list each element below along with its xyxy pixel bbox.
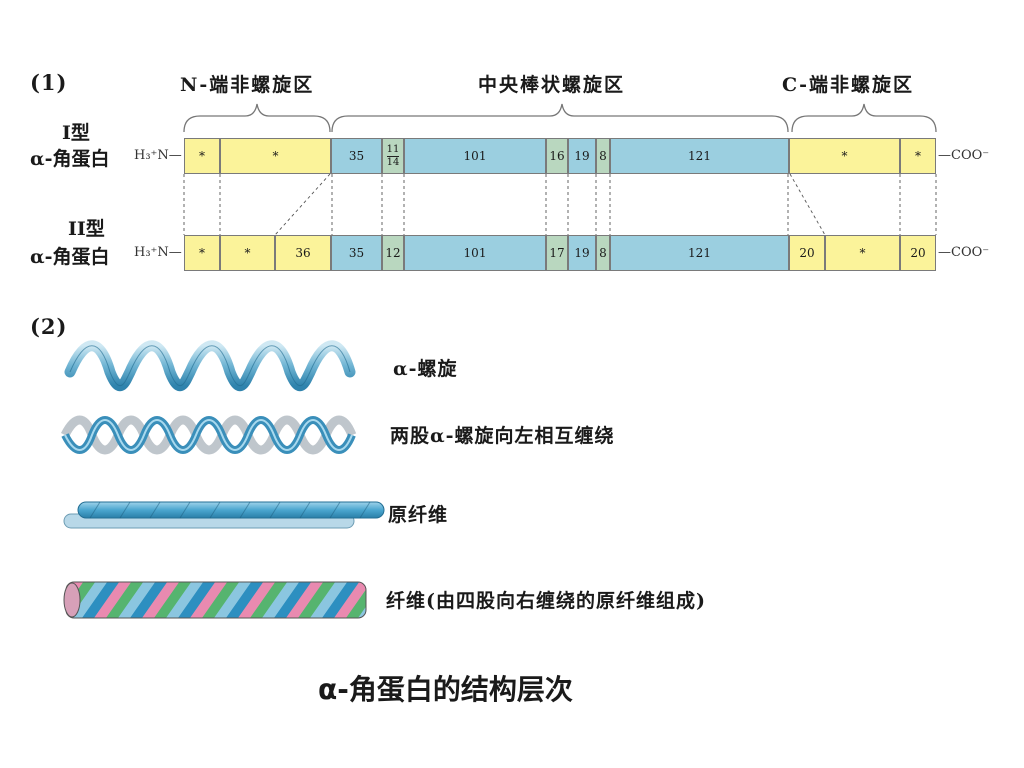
segment: 12 xyxy=(382,235,404,271)
segment: 121 xyxy=(610,235,789,271)
double-helix-icon xyxy=(60,415,357,455)
n-terminal-brace xyxy=(183,103,331,133)
segment: 35 xyxy=(331,235,382,271)
type-2-c-terminus: —COO⁻ xyxy=(938,245,990,260)
central-rod-brace xyxy=(331,103,789,133)
protofibril-label: 原纤维 xyxy=(388,504,449,526)
type-1-c-terminus: —COO⁻ xyxy=(938,148,990,163)
fraction-bottom: 14 xyxy=(386,156,400,168)
segment: 8 xyxy=(596,235,610,271)
coiled-coil-label: 两股α-螺旋向左相互缠绕 xyxy=(390,425,615,447)
segment: 17 xyxy=(546,235,568,271)
segment: 19 xyxy=(568,235,596,271)
fiber-icon xyxy=(63,581,367,619)
segment: * xyxy=(825,235,900,271)
type-1-label: I型 xyxy=(62,122,90,144)
type-2-label: II型 xyxy=(68,218,105,240)
segment: 16 xyxy=(546,138,568,174)
segment: 35 xyxy=(331,138,382,174)
segment: 8 xyxy=(596,138,610,174)
type-1-n-terminus: H₃⁺N— xyxy=(134,148,182,163)
segment: * xyxy=(900,138,936,174)
segment: 101 xyxy=(404,138,546,174)
segment: 20 xyxy=(789,235,825,271)
segment: 19 xyxy=(568,138,596,174)
fraction-top: 11 xyxy=(386,143,400,155)
segment: * xyxy=(789,138,900,174)
fiber-label: 纤维(由四股向右缠绕的原纤维组成) xyxy=(386,590,706,612)
protofibril-icon xyxy=(63,501,385,529)
n-terminal-region-label: N-端非螺旋区 xyxy=(180,74,315,96)
figure-caption: α-角蛋白的结构层次 xyxy=(318,673,573,706)
segment: * xyxy=(184,235,220,271)
part-2-label: (2) xyxy=(30,314,68,339)
segment: * xyxy=(184,138,220,174)
central-rod-region-label: 中央棒状螺旋区 xyxy=(478,74,626,96)
part-1-label: (1) xyxy=(30,70,68,95)
segment: * xyxy=(220,235,275,271)
type-2-n-terminus: H₃⁺N— xyxy=(134,245,182,260)
segment: 20 xyxy=(900,235,936,271)
c-terminal-brace xyxy=(791,103,937,133)
type-2-alpha-keratin-label: α-角蛋白 xyxy=(30,246,110,268)
single-helix-icon xyxy=(64,340,356,392)
segment: 36 xyxy=(275,235,331,271)
segment: * xyxy=(220,138,331,174)
alpha-helix-label: α-螺旋 xyxy=(393,358,458,380)
alignment-lines xyxy=(183,173,937,236)
segment: 101 xyxy=(404,235,546,271)
type-1-alpha-keratin-label: α-角蛋白 xyxy=(30,148,110,170)
c-terminal-region-label: C-端非螺旋区 xyxy=(782,74,915,96)
segment: 121 xyxy=(610,138,789,174)
